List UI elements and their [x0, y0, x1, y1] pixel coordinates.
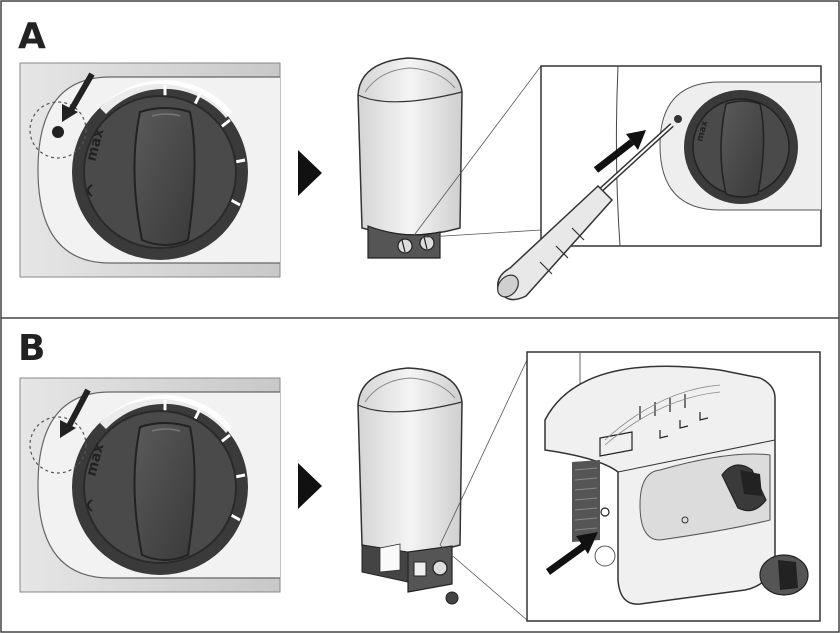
- zoom-callout: [411, 65, 542, 239]
- dial-closeup-b: max: [19, 377, 281, 593]
- arrow-icon: [60, 420, 76, 438]
- panel-a: A max: [18, 16, 822, 301]
- zoom-detail-a: max: [540, 65, 822, 247]
- arrow-icon: [626, 130, 646, 150]
- panel-b-label: B: [18, 328, 45, 369]
- heater-b: [357, 367, 463, 605]
- panel-a-label: A: [18, 16, 46, 57]
- zoom-detail-b: [526, 351, 821, 622]
- reset-button-zoom: [674, 115, 682, 123]
- panel-b: B max: [18, 328, 821, 622]
- arrow-icon: [62, 104, 78, 122]
- heater-a: [357, 57, 463, 259]
- step-arrow-icon: [298, 150, 322, 196]
- dial-closeup-a: max: [19, 62, 281, 278]
- arrow-icon: [576, 532, 598, 554]
- reset-button: [52, 126, 64, 138]
- step-arrow-icon: [298, 463, 322, 509]
- dial-knob: [133, 107, 196, 246]
- screwdriver-icon: [497, 123, 674, 301]
- reset-button-highlight: [29, 101, 87, 159]
- zoom-callout: [439, 359, 528, 621]
